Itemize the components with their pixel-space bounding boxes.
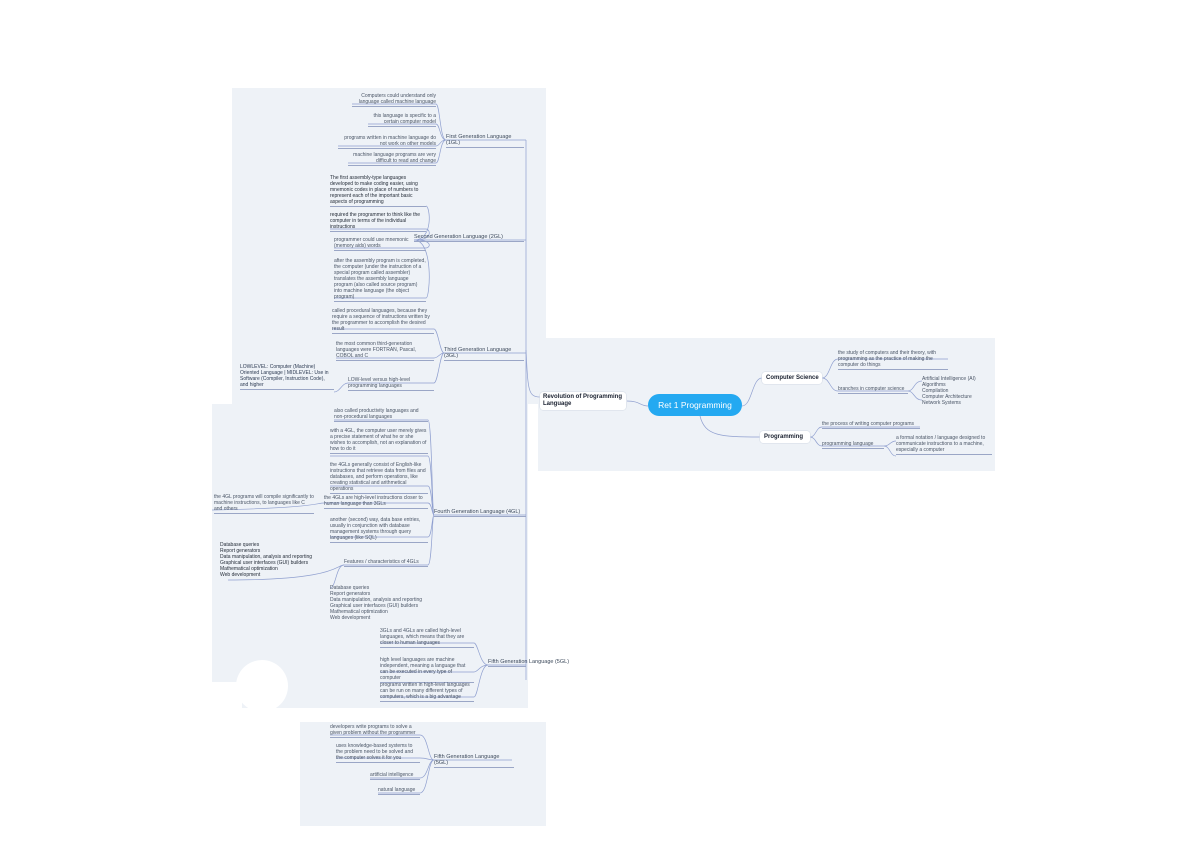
fourth-gen-item: the 4GLs are high-level instructions clo…: [324, 495, 428, 509]
feature-item: Database queries: [330, 585, 370, 591]
cs-branch-item: Algorithms: [922, 382, 946, 388]
panel-cutout: [236, 660, 288, 712]
third-gen-item: LOW-level versus high-level programming …: [348, 377, 434, 391]
feature-item: Mathematical optimization: [220, 566, 278, 572]
fifth-more-label[interactable]: Fifth Generation Language (5GL): [434, 754, 514, 768]
programming-label: Programming: [764, 434, 804, 440]
cs-branches-list: Artificial Intelligence (AI) Algorithms …: [922, 376, 986, 406]
feature-item: Graphical user interfaces (GUI) builders: [330, 603, 419, 609]
first-gen-label[interactable]: First Generation Language (1GL): [446, 134, 524, 148]
fifth-more-item: artificial intelligence: [370, 772, 420, 780]
fifth-gen-label[interactable]: Fifth Generation Language (5GL): [488, 659, 570, 667]
feature-item: Web development: [330, 615, 371, 621]
feature-item: Data manipulation, analysis and reportin…: [220, 554, 312, 560]
fifth-gen-item: 3GLs and 4GLs are called high-level lang…: [380, 628, 474, 648]
programming-language-desc: a formal notation / language designed to…: [896, 435, 992, 455]
second-gen-label[interactable]: Second Generation Language (2GL): [414, 234, 524, 242]
cs-branch-item: Artificial Intelligence (AI): [922, 376, 976, 382]
third-gen-item: the most common third-generation languag…: [336, 341, 434, 361]
feature-item: Web development: [220, 572, 261, 578]
fourth-gen-features-label: Features / characteristics of 4GLs: [344, 559, 428, 567]
cs-branches-label: branches in computer science: [838, 386, 908, 394]
fourth-gen-features-left: Database queries Report generators Data …: [220, 542, 330, 578]
first-gen-item: programs written in machine language do …: [338, 135, 436, 149]
feature-item: Mathematical optimization: [330, 609, 388, 615]
fourth-gen-label[interactable]: Fourth Generation Language (4GL): [434, 509, 526, 517]
fourth-gen-item: another (second) way, data base entries,…: [330, 517, 428, 543]
feature-item: Report generators: [330, 591, 371, 597]
cs-branch-item: Network Systems: [922, 400, 961, 406]
computer-science-label: Computer Science: [766, 375, 819, 381]
fourth-gen-note: the 4GL programs will compile significan…: [214, 494, 314, 514]
fifth-gen-item: high level languages are machine indepen…: [380, 657, 474, 683]
fourth-gen-features-bottom: Database queries Report generators Data …: [330, 585, 430, 621]
first-gen-item: machine language programs are very diffi…: [348, 152, 436, 166]
programming-definition: the process of writing computer programs: [822, 421, 920, 429]
cs-branch-item: Computer Architecture: [922, 394, 972, 400]
cs-branch-item: Compilation: [922, 388, 949, 394]
feature-item: Database queries: [220, 542, 260, 548]
fifth-gen-item: programs written in high-level languages…: [380, 682, 474, 702]
central-topic-label: Ret 1 Programming: [658, 400, 732, 410]
feature-item: Report generators: [220, 548, 261, 554]
feature-item: Data manipulation, analysis and reportin…: [330, 597, 422, 603]
evolution-topic[interactable]: Revolution of Programming Language: [540, 392, 626, 410]
cs-intro: the study of computers and their theory,…: [838, 350, 948, 370]
first-gen-item: this language is specific to a certain c…: [368, 113, 436, 127]
programming-language-label: programming language: [822, 441, 884, 449]
fifth-more-item: uses knowledge-based systems to the prob…: [336, 743, 420, 763]
central-topic[interactable]: Ret 1 Programming: [648, 394, 742, 416]
second-gen-item: after the assembly program is completed,…: [334, 258, 426, 302]
computer-science-topic[interactable]: Computer Science: [762, 372, 822, 384]
programming-topic[interactable]: Programming: [760, 431, 810, 443]
second-gen-item: programmer could use mnemonic (memory ai…: [334, 237, 426, 251]
fourth-gen-item: also called productivity languages and n…: [334, 408, 428, 422]
third-gen-label[interactable]: Third Generation Language (3GL): [444, 347, 524, 361]
fourth-gen-item: with a 4GL, the computer user merely giv…: [330, 428, 428, 454]
fifth-more-item: natural language: [378, 787, 420, 795]
evolution-topic-label: Revolution of Programming Language: [543, 394, 623, 407]
fourth-gen-item: the 4GLs generally consist of English-li…: [330, 462, 428, 494]
fifth-more-item: developers write programs to solve a giv…: [330, 724, 420, 738]
second-gen-item: required the programmer to think like th…: [330, 212, 426, 232]
first-gen-item: Computers could understand only language…: [352, 93, 436, 107]
second-gen-item: The first assembly-type languages develo…: [330, 175, 426, 207]
third-gen-item: called procedural languages, because the…: [332, 308, 434, 334]
panel-cutout-2: [212, 682, 242, 708]
feature-item: Graphical user interfaces (GUI) builders: [220, 560, 309, 566]
third-gen-low-high: LOWLEVEL: Computer (Machine) Oriented La…: [240, 364, 334, 390]
